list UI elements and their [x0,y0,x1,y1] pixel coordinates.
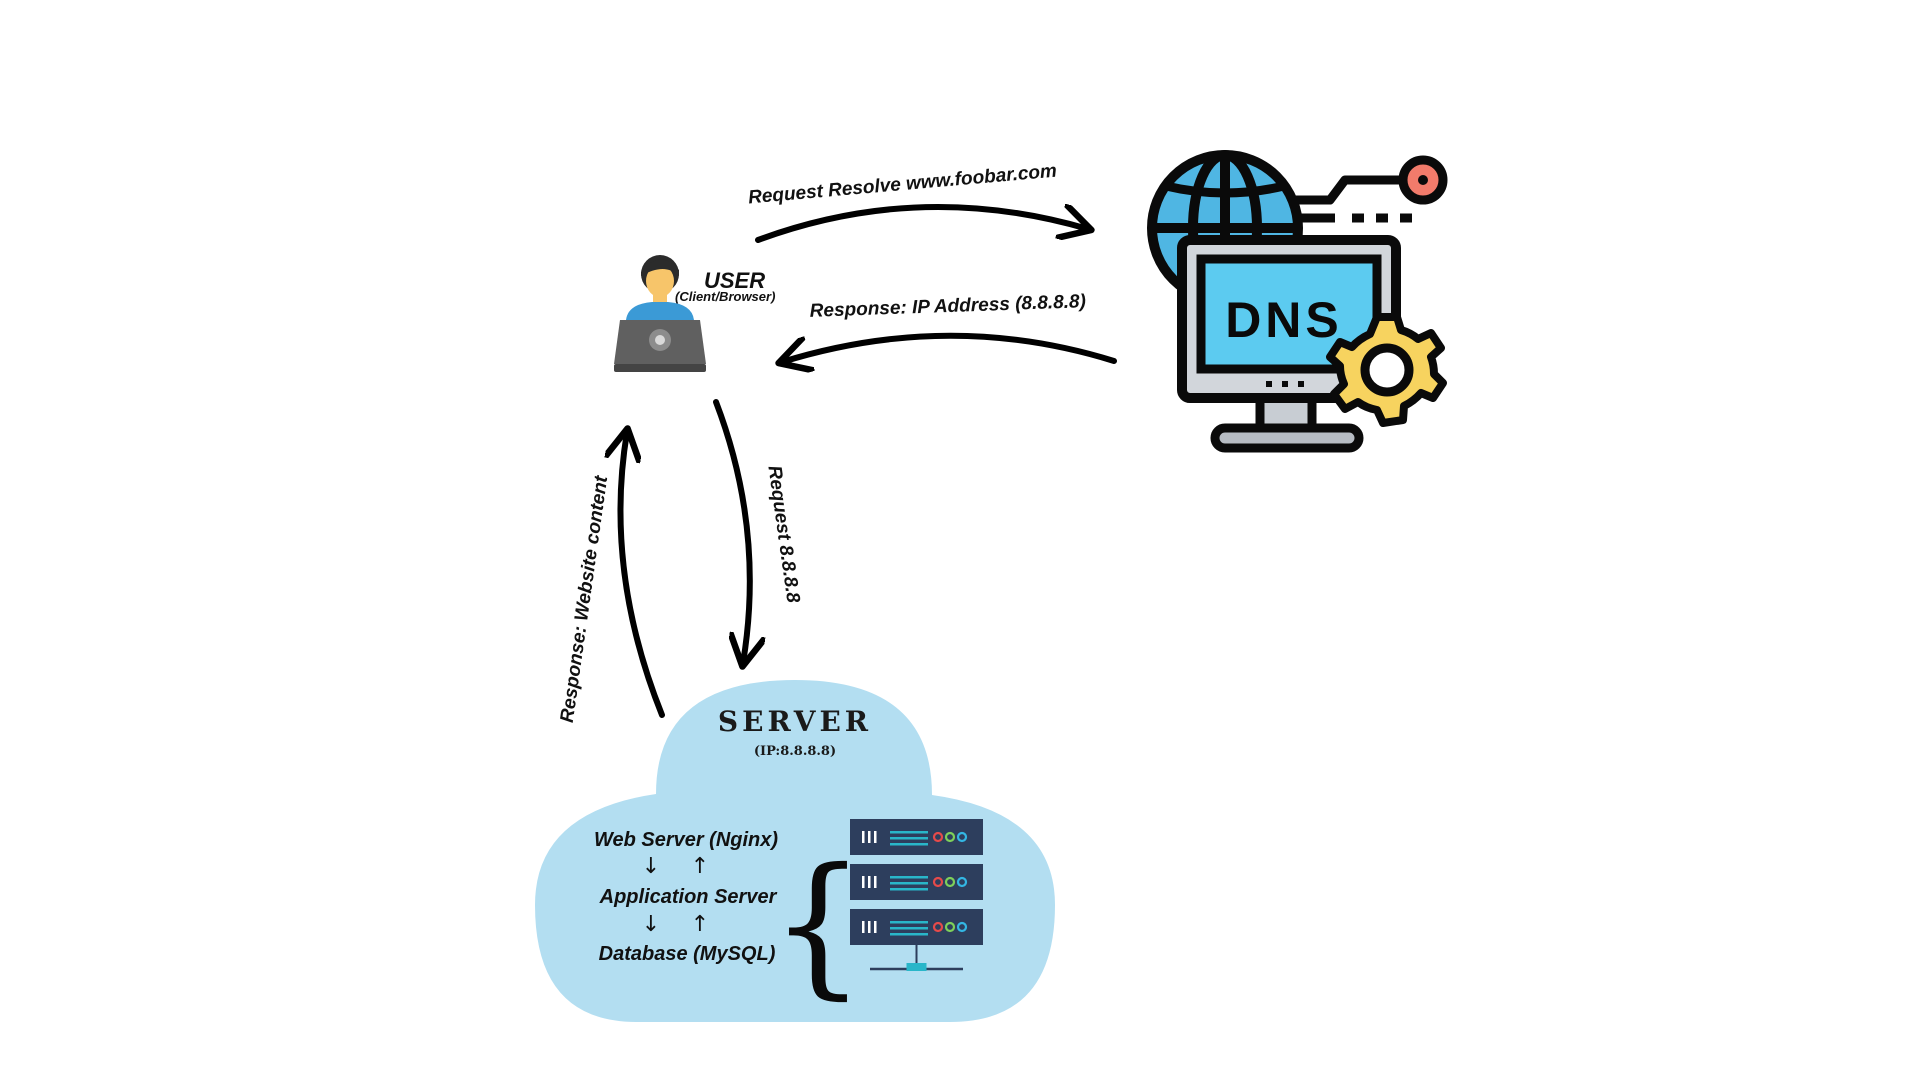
server-title: SERVER [718,705,872,738]
rack-unit [850,819,983,855]
stack-database: Database (MySQL) [599,943,776,965]
user-node: USER (Client/Browser) [614,255,775,372]
stack-arrow-down-2: ↓ [642,912,660,937]
dns-label: DNS [1225,292,1343,348]
arrow-response-content [620,432,665,718]
stack-arrow-down-1: ↓ [642,854,660,879]
network-node-icon [1290,155,1448,223]
label-request-resolve: Request Resolve www.foobar.com [747,161,1057,209]
server-rack-icon [850,819,983,971]
stack-arrow-up-1: ↑ [691,854,709,879]
stack-web-server: Web Server (Nginx) [594,829,778,851]
label-request-server: Request 8.8.8.8 [763,464,803,604]
rack-unit [850,864,983,900]
arrow-response-ip [782,332,1117,362]
dns-node: DNS [1147,150,1448,453]
stack-app-server: Application Server [599,886,778,908]
stack-brace: { [770,835,865,1014]
arrow-request-resolve [755,207,1088,243]
arrow-request-server [713,399,750,663]
user-title: USER [704,268,765,293]
server-ip: (IP:8.8.8.8) [754,744,836,759]
user-subtitle: (Client/Browser) [675,289,775,304]
rack-unit [850,909,983,945]
rack-connector [906,963,927,971]
gear-icon [1326,313,1447,427]
stack-arrow-up-2: ↑ [691,912,709,937]
label-response-content: Response: Website content [557,474,613,724]
server-node: SERVER (IP:8.8.8.8) Web Server (Nginx) ↓… [535,680,1055,1022]
user-laptop-icon [614,255,706,372]
label-response-ip: Response: IP Address (8.8.8.8) [809,291,1086,322]
